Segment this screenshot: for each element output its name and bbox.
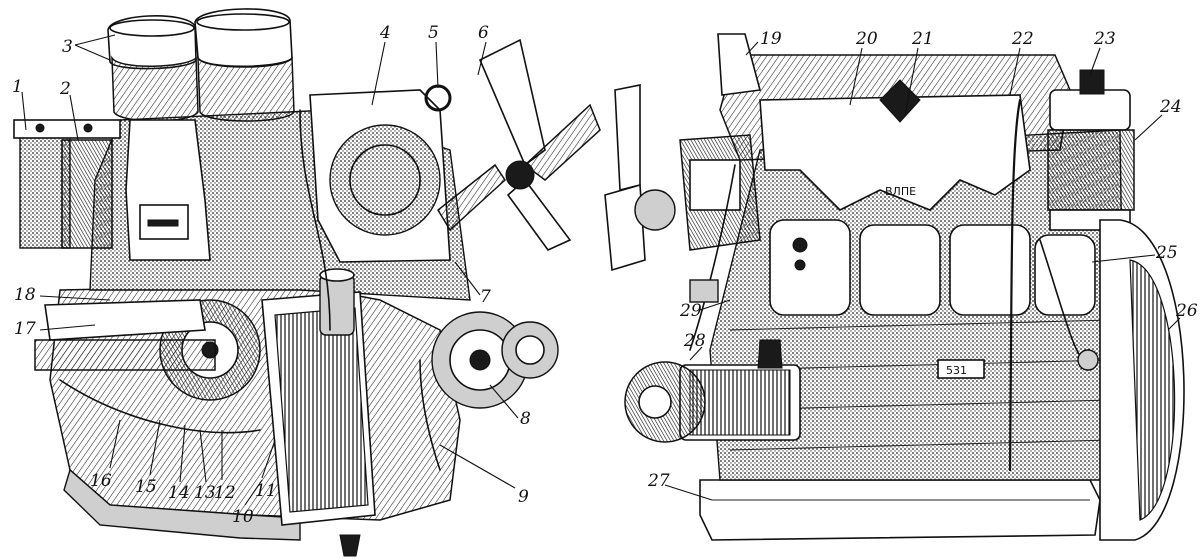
- callout-14: 14: [168, 483, 190, 503]
- inspection-covers: [769, 219, 1096, 316]
- right-engine-view: ВЛПЕ 531: [604, 33, 1185, 541]
- leader-lines: [21, 34, 1181, 506]
- starter-motor: [624, 339, 801, 443]
- right-cooling-fan: [604, 84, 676, 272]
- callout-11: 11: [255, 481, 277, 501]
- callout-4: 4: [379, 23, 391, 43]
- filler-neck: [717, 33, 762, 96]
- callout-29: 29: [679, 301, 702, 321]
- callout-16: 16: [90, 471, 112, 491]
- callout-18: 18: [14, 285, 36, 305]
- callout-7: 7: [480, 287, 491, 307]
- oil-filter-canister: [1047, 69, 1135, 231]
- callout-3: 3: [62, 37, 73, 57]
- air-cleaner-bowls: [107, 8, 295, 122]
- right-oil-pan: [699, 479, 1101, 541]
- callout-10: 10: [232, 507, 254, 527]
- callout-12: 12: [214, 483, 236, 503]
- callout-8: 8: [520, 409, 531, 429]
- callout-21: 21: [911, 29, 934, 49]
- callout-13: 13: [194, 483, 216, 503]
- callout-23: 23: [1093, 29, 1116, 49]
- callout-6: 6: [478, 23, 489, 43]
- oil-filter: [319, 274, 355, 336]
- callout-26: 26: [1175, 301, 1198, 321]
- callout-28: 28: [683, 331, 706, 351]
- left-oil-sump: [63, 468, 301, 541]
- callout-20: 20: [855, 29, 878, 49]
- callout-1: 1: [12, 77, 23, 97]
- callout-22: 22: [1011, 29, 1034, 49]
- callout-19: 19: [760, 29, 782, 49]
- exhaust-manifold: [759, 94, 1031, 211]
- block-marking-plate: [937, 359, 985, 379]
- callout-27: 27: [647, 471, 670, 491]
- callout-2: 2: [59, 79, 71, 99]
- callout-25: 25: [1155, 243, 1178, 263]
- callout-labels: 1 2 3 4 5 6 7 8 9 10 11 12 13 14 15 16 1…: [12, 23, 1198, 527]
- callout-17: 17: [14, 319, 36, 339]
- cooling-fan: [437, 38, 601, 251]
- callout-5: 5: [428, 23, 439, 43]
- callout-9: 9: [518, 487, 529, 507]
- callout-24: 24: [1159, 97, 1182, 117]
- block-marking: 531: [946, 364, 967, 377]
- exhaust-heat-shield: [44, 299, 206, 341]
- timing-cover: [329, 124, 441, 236]
- manifold-marking: ВЛПЕ: [885, 185, 916, 198]
- crank-pulleys: [431, 311, 559, 409]
- callout-15: 15: [135, 477, 157, 497]
- fuel-filters: [13, 119, 121, 249]
- lifting-eye: [424, 84, 452, 112]
